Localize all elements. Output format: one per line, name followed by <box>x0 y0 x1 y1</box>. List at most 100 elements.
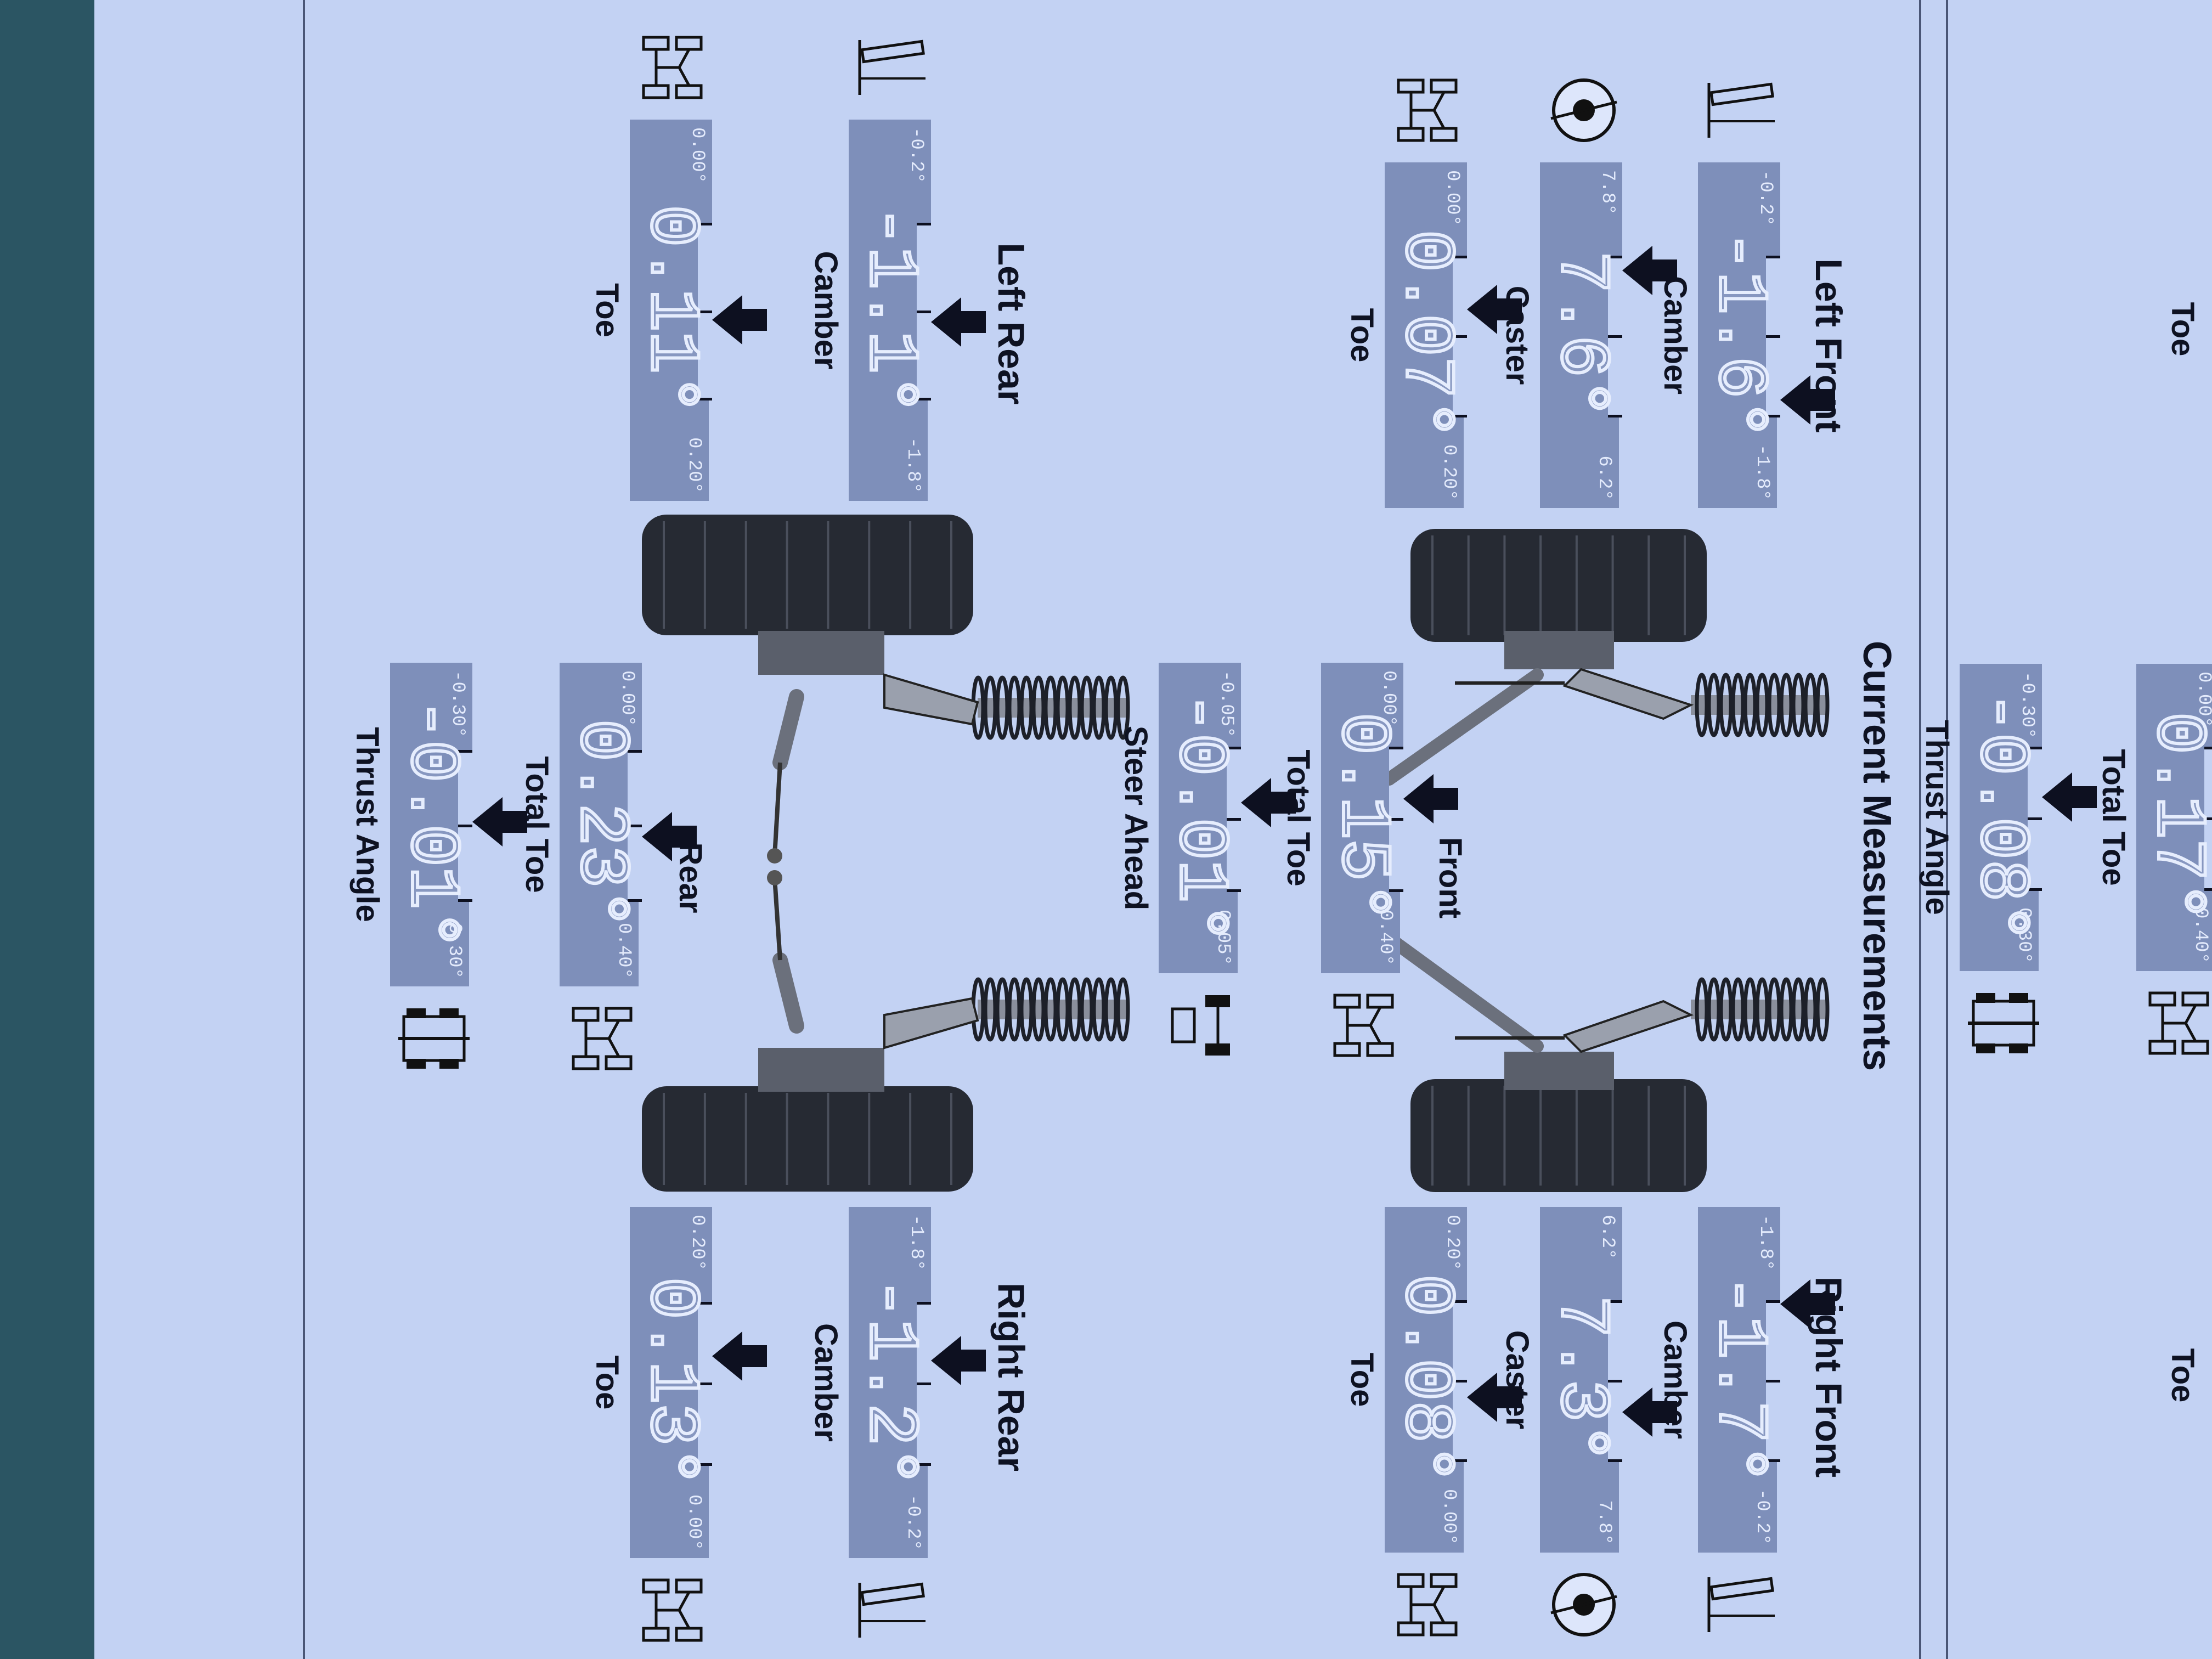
rear-left-spring-coil <box>1056 675 1070 740</box>
gauge-prev-thrust-angle: -0.30°0.30°-0.08°Thrust Angle <box>1919 664 2097 971</box>
gauge-rf-caster: 6.2°7.8°7.3°Caster <box>1499 1207 1677 1553</box>
front-left-spring-coil <box>1731 673 1745 737</box>
gauge-title: Toe <box>589 1355 625 1410</box>
gauge-value: -1.7° <box>1697 1273 1780 1487</box>
gauge-title: Camber <box>808 1323 844 1442</box>
rear-right-spring-coil <box>1056 977 1070 1042</box>
rear-right-spring-coil <box>983 977 997 1042</box>
gauge-prev-total-toe: 0.00°0.40°0.17°Total Toe <box>2096 664 2212 971</box>
front-right-knuckle <box>1562 1000 1694 1053</box>
arrow-down-icon <box>2042 772 2097 822</box>
gauge-min: 0.00° <box>1442 170 1463 227</box>
rear-right-spring-coil <box>1043 977 1058 1042</box>
camber-icon <box>1707 82 1775 138</box>
front-left-spring-coil <box>1695 673 1709 737</box>
caster-icon <box>1550 78 1617 142</box>
front-left-hub <box>1504 631 1614 669</box>
gauge-title: Toe <box>589 283 625 337</box>
gauge-max: 0.00° <box>684 1494 704 1550</box>
rear-left-spring-coil <box>1092 675 1106 740</box>
gauge-lr-toe: 0.00°0.20°0.11°Toe <box>589 120 767 501</box>
gauge-value: -0.08° <box>1959 690 2042 946</box>
arrow-down-icon <box>931 1336 986 1385</box>
previous-toe-label-right: Toe <box>2165 1348 2200 1403</box>
gauge-lf-toe: 0.00°0.20°0.07°Toe <box>1344 162 1522 508</box>
arrow-down-icon <box>1467 284 1522 334</box>
gauge-title: Camber <box>808 251 844 370</box>
alignment-report-page: Toe Toe Current Measurements Left Front … <box>94 0 2212 1659</box>
rear-left-spring-coil <box>983 675 997 740</box>
arrow-down-icon <box>1780 1279 1835 1329</box>
front-right-spring-coil <box>1803 977 1818 1042</box>
rear-left-spring-coil <box>1007 675 1022 740</box>
gauge-value: 0.13° <box>629 1276 712 1489</box>
front-left-spring-coil <box>1707 673 1721 737</box>
gauge-title: Thrust Angle <box>349 727 385 922</box>
rear-left-spring-coil <box>995 675 1009 740</box>
thrust-icon <box>398 1008 470 1069</box>
gauge-title: Thrust Angle <box>1919 720 1955 915</box>
gauge-max: 7.8° <box>1594 1500 1615 1545</box>
arrow-down-icon <box>1622 1387 1677 1437</box>
rear-left-arm <box>772 689 804 770</box>
gauge-thrust-angle: -0.30°0.30°-0.01°Thrust Angle <box>349 663 527 986</box>
gauge-min: 0.20° <box>1442 1215 1463 1271</box>
gauge-value: -0.01° <box>390 697 472 953</box>
gauge-value: -1.1° <box>848 203 931 417</box>
gauge-min: -1.8° <box>906 1215 927 1271</box>
gauge-min: 0.00° <box>687 127 708 184</box>
gauge-min: -0.2° <box>1755 170 1776 227</box>
toe-icon <box>1333 994 1394 1057</box>
gauge-value: 0.07° <box>1384 228 1467 442</box>
gauge-min: 6.2° <box>1597 1215 1618 1260</box>
rear-right-tire <box>642 1086 973 1192</box>
gauge-title: Toe <box>1344 308 1380 363</box>
rear-left-tie-rod <box>772 762 782 856</box>
gauge-max: -1.8° <box>902 437 923 493</box>
gauge-rf-toe: 0.20°0.00°0.08°Toe <box>1344 1207 1522 1553</box>
front-right-spring-coil <box>1719 977 1733 1042</box>
toe-icon <box>2148 991 2209 1055</box>
front-left-spring-coil <box>1815 673 1830 737</box>
front-right-spring-coil <box>1743 977 1757 1042</box>
rear-right-spring-coil <box>1007 977 1022 1042</box>
caster-icon <box>1550 1573 1617 1637</box>
front-left-spring-coil <box>1743 673 1757 737</box>
gauge-value: 7.6° <box>1539 249 1622 421</box>
rear-right-spring-coil <box>1092 977 1106 1042</box>
rear-left-hub <box>758 631 884 675</box>
front-right-spring-coil <box>1767 977 1781 1042</box>
camber-icon <box>858 40 926 95</box>
gauge-value: -1.2° <box>848 1276 931 1489</box>
gauge-max: -1.8° <box>1752 444 1773 500</box>
rear-left-spring-coil <box>1104 675 1118 740</box>
front-left-tire <box>1410 529 1707 642</box>
rear-left-spring-coil <box>1019 675 1034 740</box>
gauge-max: -0.2° <box>902 1494 923 1550</box>
gauge-max: 0.40° <box>613 922 634 979</box>
front-right-spring-coil <box>1695 977 1709 1042</box>
previous-toe-label-left: Toe <box>2165 302 2200 357</box>
thrust-icon <box>1968 993 2039 1053</box>
gauge-value: 0.23° <box>559 718 642 932</box>
arrow-down-icon <box>712 295 767 345</box>
page-title: Current Measurements <box>1855 640 1899 1071</box>
rear-left-spring-coil <box>1031 675 1046 740</box>
group-label-left-rear: Left Rear <box>990 242 1032 405</box>
gauge-rr-toe: 0.20°0.00°0.13°Toe <box>589 1207 767 1558</box>
gauge-max: 0.00° <box>1438 1488 1459 1545</box>
gauge-lf-caster: 7.8°6.2°7.6°Caster <box>1499 162 1677 508</box>
rear-right-spring-coil <box>1080 977 1094 1042</box>
arrow-down-icon <box>472 797 527 847</box>
arrow-down-icon <box>642 812 697 862</box>
arrow-down-icon <box>1622 245 1677 295</box>
gauge-rf-camber: -1.8°-0.2°-1.7°Camber <box>1657 1207 1835 1553</box>
rear-left-spring-coil <box>1043 675 1058 740</box>
gauge-max: 6.2° <box>1594 455 1615 500</box>
gauge-min: 7.8° <box>1597 170 1618 215</box>
rear-left-spring-coil <box>1080 675 1094 740</box>
front-left-spring-coil <box>1767 673 1781 737</box>
front-right-spring-coil <box>1755 977 1769 1042</box>
gauge-front-total-toe: 0.00°0.40°0.15°Total Toe <box>1280 663 1458 973</box>
toe-icon <box>1397 78 1458 142</box>
